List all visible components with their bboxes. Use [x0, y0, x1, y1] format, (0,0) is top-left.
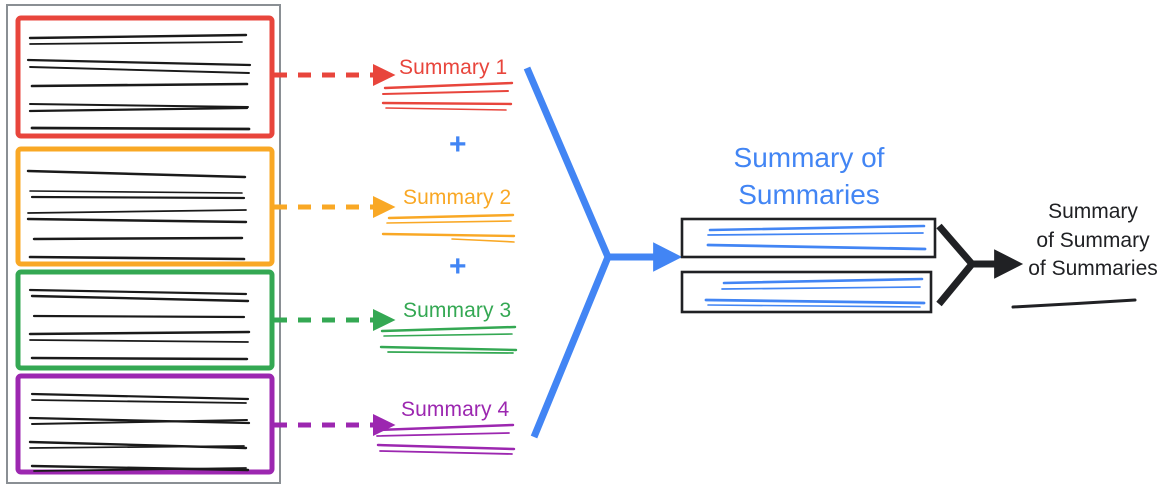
document-line-2-5 [26, 217, 248, 224]
summary-line-3-3 [379, 345, 518, 352]
document-line-1-7 [28, 106, 249, 113]
document-line-3-6 [30, 356, 249, 361]
final-output-label: Summary of Summary of Summaries [1020, 198, 1166, 284]
sos-line-2-1 [722, 277, 924, 285]
document-line-4-2 [31, 399, 247, 404]
document-line-2-1 [26, 169, 247, 179]
document-line-1-5 [30, 82, 249, 88]
sos-line-2-2 [721, 286, 921, 290]
document-line-1-2 [29, 41, 243, 45]
summary-line-1-2 [382, 90, 509, 95]
summary-line-2-4 [451, 238, 515, 243]
document-line-1-8 [30, 126, 251, 131]
document-line-2-7 [28, 255, 246, 261]
document-line-2-3 [30, 195, 246, 200]
document-line-2-2 [29, 190, 243, 194]
document-line-1-3 [26, 58, 252, 67]
summary-text-lines [375, 81, 518, 455]
sos-line-1-3 [706, 243, 927, 251]
document-line-3-5 [29, 339, 249, 343]
summary-2-label: Summary 2 [403, 186, 512, 209]
summary-line-3-2 [383, 333, 513, 337]
summary-line-1-4 [385, 107, 507, 111]
document-group-box-2 [15, 146, 275, 267]
summary-line-3-1 [380, 325, 517, 333]
dashed-summary-arrows [274, 64, 396, 436]
final-output-line-1: Summary [1048, 200, 1138, 223]
summary-of-summaries-boxes [680, 217, 937, 314]
summary-line-2-3 [381, 232, 516, 238]
document-line-4-6 [29, 445, 245, 449]
summary-1-label: Summary 1 [399, 56, 508, 79]
sos-line-1-1 [708, 224, 926, 232]
document-line-3-4 [28, 330, 251, 336]
document-line-3-2 [30, 294, 250, 303]
blue-merge-funnel [523, 66, 683, 439]
summary-line-4-2 [376, 432, 510, 437]
summary-line-4-1 [375, 423, 515, 432]
document-line-4-5 [28, 440, 248, 450]
source-container-border [6, 4, 281, 484]
summary-line-1-3 [381, 101, 513, 106]
summary-of-summaries-title: Summary of Summaries [683, 140, 935, 214]
summary-line-4-3 [376, 443, 516, 451]
final-output-underline [1011, 298, 1137, 309]
merge-vee [936, 223, 977, 307]
document-group-boxes [15, 15, 275, 475]
document-line-4-8 [33, 467, 247, 472]
document-line-1-4 [29, 66, 250, 74]
plus-icon-1: + [449, 128, 467, 161]
document-line-1-1 [28, 33, 248, 40]
summary-line-4-4 [379, 450, 513, 455]
summary-line-2-1 [387, 213, 515, 220]
document-line-4-7 [30, 464, 250, 472]
document-line-2-6 [32, 236, 244, 241]
final-underline [1011, 298, 1137, 309]
document-line-3-3 [32, 314, 246, 319]
summary-line-3-4 [387, 351, 514, 354]
document-group-box-3 [15, 269, 275, 371]
sos-line-2-4 [707, 304, 921, 308]
final-output-line-3: of Summaries [1028, 257, 1158, 281]
summary-line-2-2 [386, 220, 512, 224]
summary-line-1-1 [383, 81, 514, 90]
final-output-line-2: of Summary [1036, 228, 1150, 252]
summary-4-label: Summary 4 [401, 398, 510, 421]
sos-box-1 [680, 217, 937, 259]
document-line-4-1 [30, 392, 250, 401]
document-line-2-4 [27, 209, 247, 214]
summary-3-label: Summary 3 [403, 299, 512, 322]
sos-title-line-1: Summary of [733, 142, 885, 173]
document-line-4-3 [28, 416, 251, 425]
sos-line-1-2 [707, 232, 924, 236]
document-line-3-1 [28, 288, 248, 296]
funnel-vee [523, 66, 612, 439]
document-line-4-4 [31, 419, 248, 425]
sos-title-line-2: Summaries [738, 178, 880, 210]
final-merge-arrow [936, 223, 1024, 307]
document-line-1-6 [29, 103, 249, 108]
sos-line-2-3 [704, 298, 926, 305]
source-documents-container [6, 4, 281, 484]
plus-icon-2: + [449, 250, 467, 283]
